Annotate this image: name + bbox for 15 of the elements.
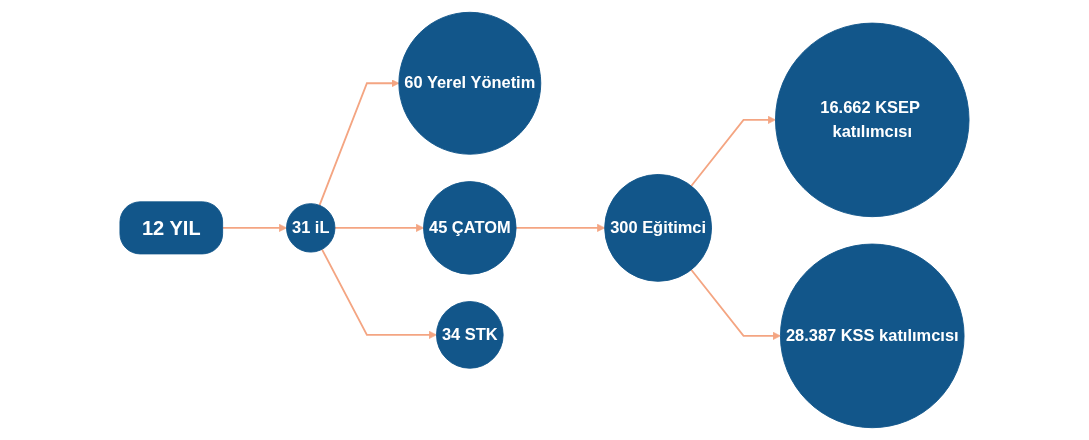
arrow [334, 223, 424, 232]
node-circle: 45 ÇATOM [423, 181, 517, 275]
node-circle: 28.387 KSS katılımcısı [779, 243, 965, 429]
arrow [318, 79, 400, 207]
node-circle: 16.662 KSEP katılımcısı [775, 22, 970, 218]
arrow [690, 115, 776, 187]
node-circle: 31 iL [286, 203, 336, 253]
node-circle: 60 Yerel Yönetim [398, 11, 542, 155]
node-circle: 34 STK [436, 301, 504, 369]
node-circle: 300 Eğitimci [604, 174, 712, 282]
arrow [221, 223, 287, 232]
arrow [515, 223, 606, 232]
node-box: 12 YIL [119, 201, 224, 255]
arrow [321, 248, 437, 339]
arrow [690, 268, 781, 340]
